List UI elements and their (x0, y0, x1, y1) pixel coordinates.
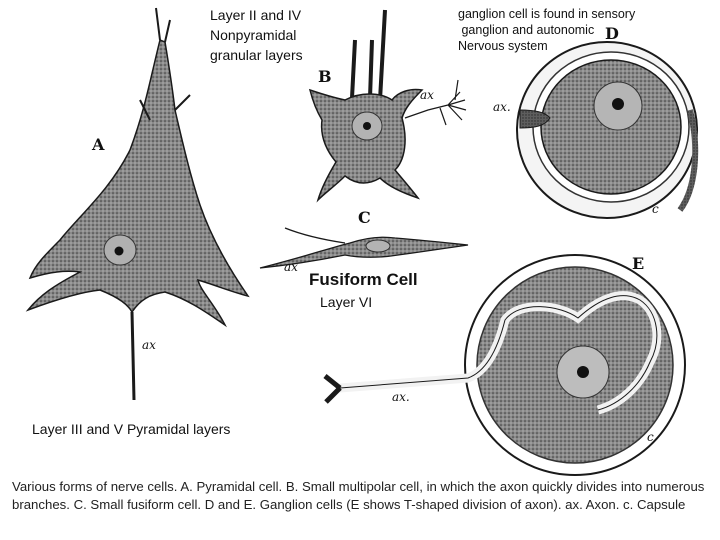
figure-caption: Various forms of nerve cells. A. Pyramid… (12, 479, 705, 512)
label-line: granular layers (210, 47, 303, 63)
letter-D: D (605, 24, 619, 43)
fusiform-cell-title: Fusiform Cell (309, 270, 418, 289)
letter-E: E (632, 254, 645, 273)
axon-label-E: ax. (392, 390, 410, 404)
layer-6-label: Layer VI (320, 294, 373, 310)
note-line: ganglion cell is found in sensory (458, 7, 636, 21)
label-line: Nonpyramidal (210, 27, 297, 43)
capsule-label-D: c (652, 202, 659, 216)
ganglion-cell-D (516, 41, 699, 219)
capsule-label-E: c (647, 430, 654, 444)
layer-2-4-label: Layer II and IV Nonpyramidal granular la… (210, 5, 303, 65)
layer-3-5-label: Layer III and V Pyramidal layers (32, 421, 231, 437)
ganglion-cell-E (323, 254, 686, 476)
ganglion-note: ganglion cell is found in sensory gangli… (458, 6, 635, 54)
note-line: Nervous system (458, 39, 548, 53)
axon-label-B: ax (420, 88, 434, 102)
axon-label-C: ax (284, 260, 298, 274)
multipolar-cell-B (308, 9, 467, 203)
letter-C: C (358, 208, 371, 227)
label-line: Layer II and IV (210, 7, 302, 23)
fusiform-cell-C (259, 227, 469, 269)
letter-B: B (318, 67, 332, 86)
axon-label-D: ax. (493, 100, 511, 114)
letter-A: A (92, 135, 105, 154)
pyramidal-cell-A (25, 7, 250, 401)
note-line: ganglion and autonomic (458, 23, 595, 37)
axon-label-A: ax (142, 338, 156, 352)
